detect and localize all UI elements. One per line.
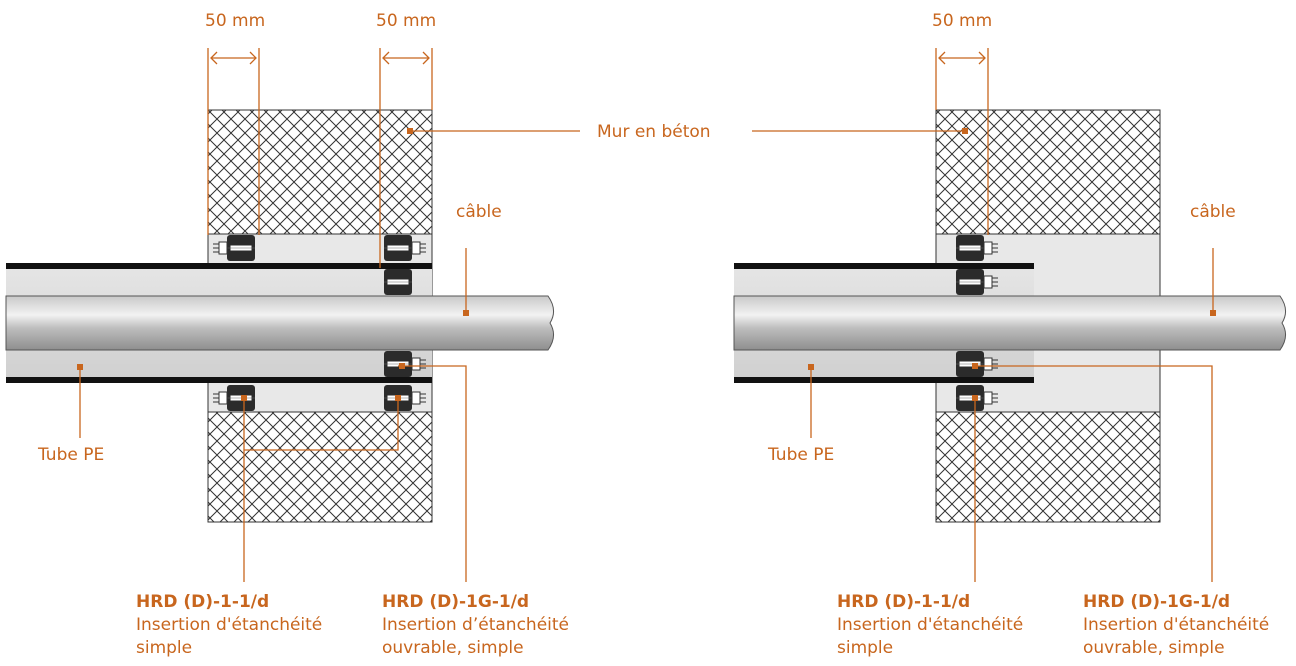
- product-code-right-b: HRD (D)-1G-1/d: [1083, 592, 1231, 612]
- product-code-left-a: HRD (D)-1-1/d: [136, 592, 270, 612]
- dimension-label: 50 mm: [376, 11, 437, 31]
- wall-label: Mur en béton: [597, 122, 711, 142]
- left-tube-wall-top: [6, 263, 432, 269]
- product-desc-right-b-2: ouvrable, simple: [1083, 638, 1225, 658]
- product-desc-left-a-2: simple: [136, 638, 193, 658]
- left-tube-wall-bottom: [6, 377, 432, 383]
- right-cable: [733, 295, 1286, 351]
- cable-label-right: câble: [1190, 202, 1236, 222]
- leader-dots: [77, 128, 1216, 401]
- dimension-lines: [207, 48, 989, 268]
- right-tube-wall-bottom: [734, 377, 1034, 383]
- leader-lines: [79, 130, 1214, 582]
- left-wall-top: [207, 109, 433, 235]
- cable-label-left: câble: [456, 202, 502, 222]
- product-desc-right-a-2: simple: [837, 638, 894, 658]
- product-desc-left-b-2: ouvrable, simple: [382, 638, 524, 658]
- left-assembly: [5, 109, 554, 523]
- tube-label-right: Tube PE: [768, 445, 835, 465]
- product-code-left-b: HRD (D)-1G-1/d: [382, 592, 530, 612]
- right-wall-bottom: [935, 411, 1161, 523]
- right-tube-wall-top: [734, 263, 1034, 269]
- left-wall-bottom: [207, 411, 433, 523]
- product-desc-left-a-1: Insertion d'étanchéité: [136, 615, 323, 635]
- product-desc-right-b-1: Insertion d'étanchéité: [1083, 615, 1270, 635]
- right-wall-top: [935, 109, 1161, 235]
- dimension-label: 50 mm: [932, 11, 993, 31]
- product-desc-left-b-1: Insertion d’étanchéité: [382, 615, 569, 635]
- left-cable: [5, 295, 554, 351]
- dimension-label: 50 mm: [205, 11, 266, 31]
- tube-label-left: Tube PE: [38, 445, 105, 465]
- right-assembly: [733, 109, 1286, 523]
- product-desc-right-a-1: Insertion d'étanchéité: [837, 615, 1024, 635]
- product-code-right-a: HRD (D)-1-1/d: [837, 592, 971, 612]
